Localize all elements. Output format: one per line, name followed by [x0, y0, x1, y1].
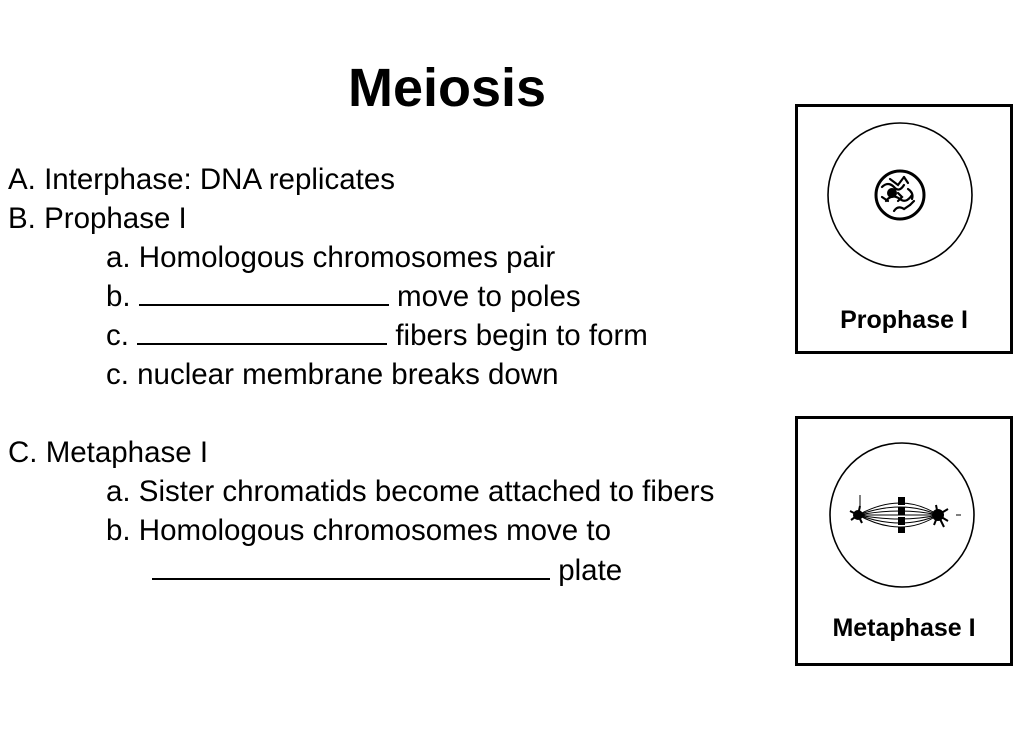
prophase-item-d: c. nuclear membrane breaks down — [106, 358, 559, 391]
prophase-heading: B. Prophase I — [8, 202, 187, 235]
prophase-item-b: b. move to poles — [106, 279, 581, 315]
fill-in-blank[interactable] — [152, 553, 550, 580]
prophase-figure: Prophase I — [795, 104, 1013, 354]
fill-in-blank[interactable] — [137, 318, 388, 345]
prophase-cell-illustration — [827, 122, 973, 268]
metaphase-item-b-suffix: plate — [558, 554, 623, 587]
metaphase-caption: Metaphase I — [832, 614, 976, 642]
metaphase-heading: C. Metaphase I — [8, 436, 209, 469]
chromosomes-at-plate — [898, 497, 905, 533]
left-centrosome — [849, 495, 863, 524]
nucleolus — [887, 188, 897, 198]
cell-membrane — [827, 122, 973, 268]
prophase-item-c-suffix: fibers begin to form — [395, 319, 648, 352]
prophase-item-c-prefix: c. — [106, 319, 129, 352]
chromatin — [880, 175, 916, 213]
metaphase-item-b: b. Homologous chromosomes move to — [106, 514, 612, 547]
interphase-line: A. Interphase: DNA replicates — [8, 163, 395, 196]
cell-membrane — [829, 442, 975, 588]
metaphase-figure: Metaphase I — [795, 416, 1013, 666]
prophase-item-c: c. fibers begin to form — [106, 318, 648, 354]
metaphase-item-b-continued: plate — [152, 553, 622, 589]
prophase-caption: Prophase I — [840, 306, 968, 334]
prophase-item-b-prefix: b. — [106, 280, 131, 313]
page-title: Meiosis — [348, 58, 547, 118]
right-centrosome — [932, 504, 961, 528]
prophase-item-a: a. Homologous chromosomes pair — [106, 241, 556, 274]
fill-in-blank[interactable] — [138, 279, 389, 306]
metaphase-cell-illustration — [829, 442, 975, 588]
metaphase-item-a: a. Sister chromatids become attached to … — [106, 475, 715, 508]
prophase-item-b-suffix: move to poles — [397, 280, 581, 313]
